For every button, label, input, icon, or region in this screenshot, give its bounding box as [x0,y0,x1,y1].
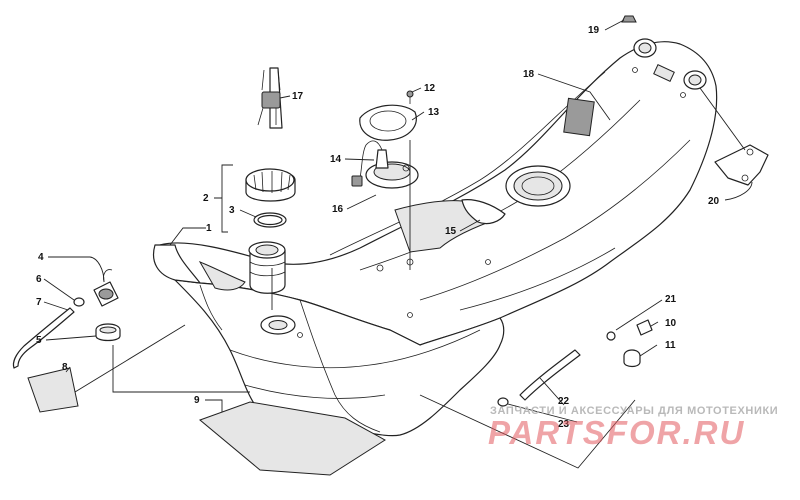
callout-21: 21 [665,294,677,305]
callout-labels: 1 2 3 4 5 6 7 8 9 10 11 12 13 14 15 16 1… [36,25,720,430]
vent-fitting [73,297,85,307]
watermark-brand-logo: PARTSFOR.RU [488,414,746,451]
callout-12: 12 [424,83,436,94]
callout-1: 1 [206,223,212,234]
screw [406,90,414,104]
drain-hose [519,349,581,401]
watermark-tagline: ЗАПЧАСТИ И АКСЕССУАРЫ ДЛЯ МОТОТЕХНИКИ [490,405,779,417]
callout-22: 22 [558,396,570,407]
callout-9: 9 [194,395,200,406]
drain-clip [606,331,616,341]
callout-19: 19 [588,25,600,36]
drain-cap [623,349,641,368]
callout-14: 14 [330,154,342,165]
vent-hose [12,307,75,369]
pump-gasket [359,104,417,141]
fuel-sender [257,67,283,129]
grommet [95,323,121,342]
callout-20: 20 [708,196,720,207]
fuel-cap [245,168,296,202]
filler-neck [248,241,296,335]
callout-13: 13 [428,107,440,118]
callout-23: 23 [558,419,570,430]
callout-2: 2 [203,193,209,204]
callout-18: 18 [523,69,535,80]
bolt [621,15,637,23]
left-pad [27,367,79,413]
callout-6: 6 [36,274,42,285]
callout-11: 11 [665,340,676,351]
vent-valve [93,269,119,307]
callout-16: 16 [332,204,344,215]
drain-fitting [636,319,653,336]
pump-opening [505,165,571,207]
callout-17: 17 [292,91,304,102]
mounting-bracket [714,144,769,186]
tank-rear-openings [563,38,707,137]
callout-3: 3 [229,205,235,216]
callout-8: 8 [62,362,68,373]
callout-4: 4 [38,252,44,263]
callout-7: 7 [36,297,42,308]
callout-15: 15 [445,226,457,237]
o-ring [253,212,287,228]
leader-lines [43,19,753,469]
callout-10: 10 [665,318,677,329]
fuel-pump [351,140,419,189]
callout-5: 5 [36,335,42,346]
hose-clamp [497,397,509,407]
cover-panel [394,199,506,253]
bottom-pad [199,401,386,476]
